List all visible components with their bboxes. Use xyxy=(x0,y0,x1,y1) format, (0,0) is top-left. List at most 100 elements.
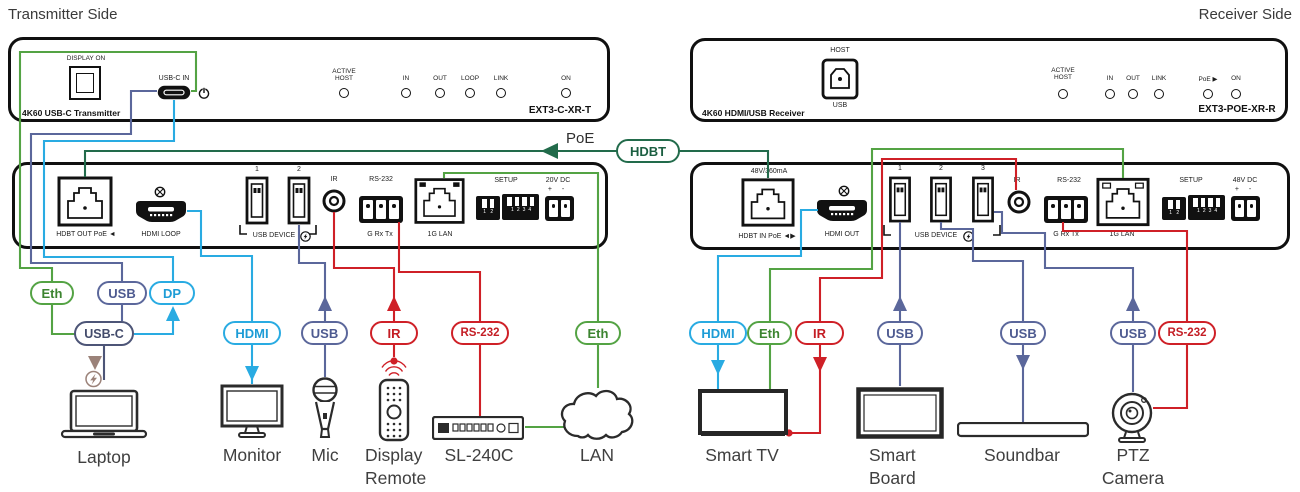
rx-lan-label: 1G LAN xyxy=(1109,231,1135,238)
rx-usb-port1-number: 1 xyxy=(898,165,902,172)
terminal-pin xyxy=(1048,200,1058,219)
cable-tag-label: HDMI xyxy=(235,325,269,341)
cable-tag-label: Eth xyxy=(587,325,609,341)
tx-usb-port2-number: 2 xyxy=(297,166,301,173)
terminal-pin xyxy=(549,200,558,217)
terminal-pin xyxy=(363,200,373,219)
cable-tag-tx-lan-eth: Eth xyxy=(575,321,621,345)
monitor-label: Monitor xyxy=(222,445,282,465)
cable-tag-label: HDMI xyxy=(701,325,735,341)
rx-led-poe xyxy=(1203,89,1213,99)
tx-hdmi-loop-label: HDMI LOOP xyxy=(141,231,181,238)
rx-led-out-label: OUT xyxy=(1126,75,1140,82)
tx-usb-device-label: USB DEVICE xyxy=(252,232,296,239)
cable-tag-label: USB xyxy=(1009,325,1037,341)
rx-led-active-host xyxy=(1058,89,1068,99)
terminal-pin xyxy=(376,200,386,219)
cable-tag-usbc: USB-C xyxy=(74,321,134,346)
terminal-pin xyxy=(389,200,399,219)
sl240c-icon xyxy=(432,416,524,440)
cable-tag-rx-rs232: RS-232 xyxy=(1158,321,1216,345)
cable-tag-rx-eth: Eth xyxy=(747,321,792,345)
rx-usb-label: USB xyxy=(832,102,848,109)
cable-tag-label: IR xyxy=(387,325,401,341)
arrow-down-icon xyxy=(88,356,102,370)
cable-tag-label: USB-C xyxy=(84,326,124,341)
rx-dip-switch-a: 1 2 xyxy=(1162,197,1186,220)
rx-power-terminal xyxy=(1231,196,1260,221)
rx-lan-port xyxy=(1096,177,1150,227)
rx-usb-device-label: USB DEVICE xyxy=(914,232,958,239)
rx-rs232-terminal xyxy=(1044,196,1088,223)
lan-cloud-icon xyxy=(556,386,640,444)
remote-icon xyxy=(378,378,410,442)
rx-usb-port-2 xyxy=(929,176,953,223)
rx-led-poe-label: PoE ▶ xyxy=(1198,76,1218,83)
cable-tag-dp: DP xyxy=(149,281,195,305)
cable-tag-eth: Eth xyxy=(30,281,74,305)
tx-power-terminal xyxy=(545,196,574,221)
terminal-pin xyxy=(1061,200,1071,219)
tx-display-on-label: DISPLAY ON xyxy=(66,55,106,62)
cable-tx-rs232 xyxy=(397,222,482,417)
display-remote-label: Display Remote xyxy=(365,445,427,488)
cable-tag-label: DP xyxy=(162,285,182,301)
arrow-down-icon xyxy=(711,360,725,375)
cable-tag-rx-ir: IR xyxy=(795,321,844,345)
tx-ir-label: IR xyxy=(330,176,338,183)
tx-power-pins-label: + - xyxy=(547,186,569,193)
terminal-pin xyxy=(561,200,570,217)
tx-device-name: 4K60 USB-C Transmitter xyxy=(22,108,121,118)
rx-rs232-pins-label: G Rx Tx xyxy=(1053,231,1079,238)
rx-dip-switch-b: 1 2 3 4 xyxy=(1188,195,1225,220)
arrow-down-icon xyxy=(1016,355,1030,370)
rx-front-panel xyxy=(690,38,1288,122)
tx-lan-label: 1G LAN xyxy=(427,231,453,238)
tx-dip-switch-b: 1 2 3 4 xyxy=(502,194,539,220)
tx-rs232-terminal xyxy=(359,196,403,223)
ground-screw-icon xyxy=(154,186,166,198)
cable-tag-tx-ir: IR xyxy=(370,321,418,345)
terminal-pin xyxy=(1235,200,1244,217)
rx-led-active-host-label: ACTIVE HOST xyxy=(1051,67,1075,82)
rx-usb-port-1 xyxy=(888,176,912,223)
rx-led-out xyxy=(1128,89,1138,99)
tx-led-in-label: IN xyxy=(402,75,410,82)
rx-led-in xyxy=(1105,89,1115,99)
cable-tag-tx-mic-usb: USB xyxy=(301,321,348,345)
cable-tag-tx-hdmi: HDMI xyxy=(223,321,281,345)
poe-label: PoE xyxy=(566,130,595,147)
rx-ir-jack xyxy=(1007,190,1031,214)
rx-hdbt-in-label: HDBT IN PoE ◄▶ xyxy=(738,233,796,240)
soundbar-label: Soundbar xyxy=(984,445,1060,465)
rx-dip-b-numbers: 1 2 3 4 xyxy=(1197,208,1218,214)
rx-led-link-label: LINK xyxy=(1151,75,1167,82)
arrow-up-icon xyxy=(166,306,180,321)
arrow-up-icon xyxy=(1126,296,1140,311)
cable-tag-label: IR xyxy=(813,325,826,341)
arrow-down-icon xyxy=(245,366,259,381)
smart-tv-icon xyxy=(698,389,788,439)
tx-usb-port-1 xyxy=(245,176,269,225)
cable-tag-label: Eth xyxy=(759,325,780,341)
cable-tag-label: USB xyxy=(108,285,136,301)
tx-usb-port-2 xyxy=(287,176,311,225)
rx-device-name: 4K60 HDMI/USB Receiver xyxy=(702,108,805,118)
arrow-down-icon xyxy=(813,357,827,372)
rx-host-label: HOST xyxy=(830,47,850,54)
cable-tag-rx-hdmi: HDMI xyxy=(689,321,747,345)
tx-led-link xyxy=(496,88,506,98)
mic-label: Mic xyxy=(311,445,339,465)
monitor-icon xyxy=(220,384,284,440)
laptop-label: Laptop xyxy=(77,447,131,467)
tx-power-label: 20V DC xyxy=(545,177,571,184)
microphone-icon xyxy=(308,377,342,441)
ir-emitter-dot xyxy=(390,357,398,365)
ir-waves-icon xyxy=(381,360,407,376)
smart-tv-label: Smart TV xyxy=(705,445,779,465)
rx-usb-port3-number: 3 xyxy=(981,165,985,172)
tx-led-active-host-label: ACTIVE HOST xyxy=(332,68,356,83)
display-on-button xyxy=(69,66,101,100)
rx-led-on-label: ON xyxy=(1231,75,1241,82)
rx-led-link xyxy=(1154,89,1164,99)
